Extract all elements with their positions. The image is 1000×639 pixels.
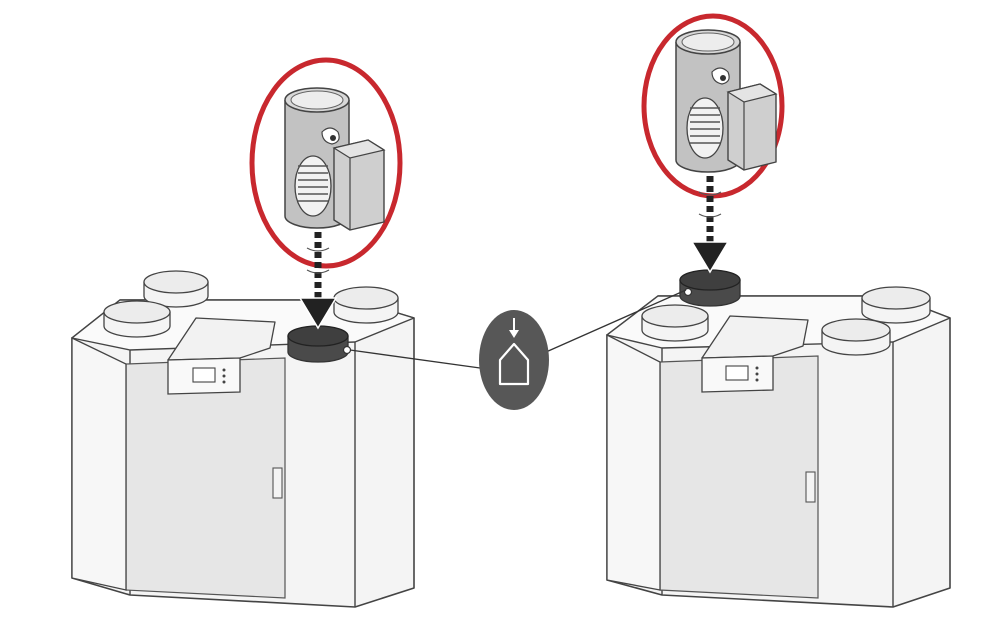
right-unit-door-handle — [805, 471, 816, 503]
left-unit-spigot-rear-right — [333, 286, 399, 324]
supply-air-to-house-icon — [498, 318, 530, 386]
right-unit-door — [659, 355, 819, 599]
left-preheater-callout — [249, 57, 403, 269]
supply-air-to-house-badge — [479, 310, 549, 410]
leader-lines — [349, 289, 687, 369]
preheater-coil-icon — [284, 87, 386, 231]
preheater-coil-icon — [675, 29, 778, 173]
left-unit-spigot-highlighted — [287, 325, 352, 363]
right-unit-display — [725, 365, 749, 381]
left-heat-recovery-unit — [71, 270, 415, 608]
left-unit-spigot-rear-left — [143, 270, 209, 308]
left-unit-door — [125, 357, 286, 599]
left-unit-display — [192, 367, 216, 383]
right-unit-spigot-highlighted — [679, 269, 741, 307]
right-unit-spigot-front-right — [821, 318, 891, 356]
right-unit-spigot-rear-right — [861, 286, 931, 324]
left-unit-spigot-front-left — [103, 300, 171, 338]
right-unit-spigot-front-left — [641, 304, 709, 342]
right-unit-control-panel — [701, 315, 809, 393]
right-heat-recovery-unit — [606, 269, 951, 608]
insert-down-arrow-icon — [690, 176, 730, 274]
insert-down-arrow-icon — [298, 232, 338, 330]
left-unit-door-handle — [272, 467, 283, 499]
right-preheater-callout — [641, 13, 785, 199]
left-highlight-ring — [249, 57, 403, 269]
left-unit-control-panel — [167, 317, 276, 395]
